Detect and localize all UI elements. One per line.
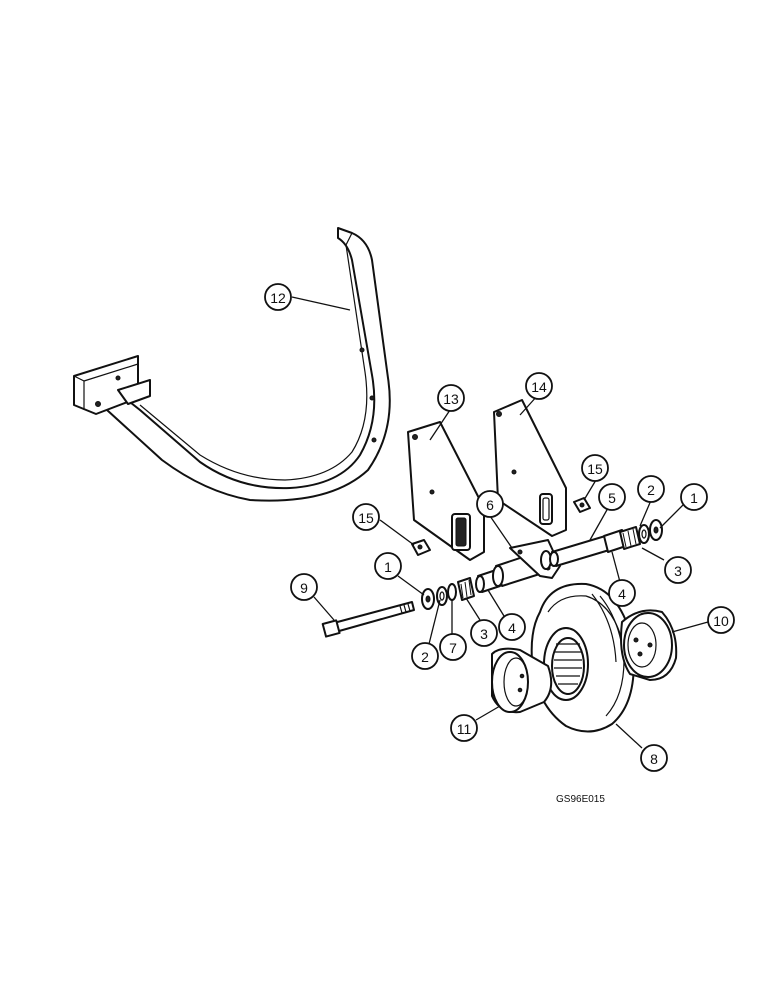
- svg-text:9: 9: [300, 580, 308, 596]
- svg-text:3: 3: [480, 626, 488, 642]
- svg-text:11: 11: [457, 721, 472, 737]
- svg-text:2: 2: [421, 649, 429, 665]
- svg-text:10: 10: [713, 613, 729, 629]
- svg-text:3: 3: [674, 563, 682, 579]
- square-nut-left: [411, 539, 431, 556]
- callout-7: 7: [439, 633, 467, 661]
- bearing-3-right: [619, 526, 641, 550]
- washer-1-right: [649, 519, 663, 541]
- callout-15-left: 15: [352, 503, 380, 531]
- ring-7: [447, 583, 457, 601]
- svg-text:15: 15: [358, 510, 374, 526]
- svg-text:8: 8: [650, 751, 658, 767]
- callout-15-right: 15: [581, 454, 609, 482]
- washer-1-left: [421, 588, 435, 610]
- svg-text:15: 15: [587, 461, 603, 477]
- svg-text:14: 14: [531, 379, 547, 395]
- callout-4-right: 4: [608, 579, 636, 607]
- svg-text:5: 5: [608, 490, 616, 506]
- svg-text:6: 6: [486, 497, 494, 513]
- square-nut-right: [573, 497, 591, 513]
- callout-9: 9: [290, 573, 318, 601]
- svg-text:12: 12: [270, 290, 286, 306]
- tire: [530, 582, 635, 733]
- svg-text:13: 13: [443, 391, 459, 407]
- callout-5: 5: [598, 483, 626, 511]
- callout-2-right: 2: [637, 475, 665, 503]
- leader-lines: [291, 296, 709, 749]
- side-plate-14: [493, 399, 567, 537]
- callout-13: 13: [437, 384, 465, 412]
- callout-3-right: 3: [664, 556, 692, 584]
- callout-2-left: 2: [411, 642, 439, 670]
- seal-2-left: [436, 586, 448, 606]
- callout-12: 12: [264, 283, 292, 311]
- callout-8: 8: [640, 744, 668, 772]
- svg-text:4: 4: [508, 620, 516, 636]
- seal-2-right: [638, 524, 650, 544]
- figure-code: GS96E015: [556, 794, 605, 805]
- side-plate-13: [407, 421, 485, 561]
- callout-1-left: 1: [374, 552, 402, 580]
- callout-1-right: 1: [680, 483, 708, 511]
- callout-10: 10: [707, 606, 735, 634]
- bearing-3-left: [457, 577, 475, 601]
- callout-3-left: 3: [470, 619, 498, 647]
- curved-arm: [73, 227, 391, 502]
- callout-6: 6: [476, 490, 504, 518]
- svg-text:4: 4: [618, 586, 626, 602]
- axle-5: [549, 533, 617, 567]
- callout-4-left: 4: [498, 613, 526, 641]
- callout-11: 11: [450, 714, 478, 742]
- svg-text:7: 7: [449, 640, 457, 656]
- long-bolt: [321, 601, 415, 638]
- svg-text:2: 2: [647, 482, 655, 498]
- callout-14: 14: [525, 372, 553, 400]
- rim-half-left: [491, 647, 553, 714]
- hub-housing-6: [492, 539, 561, 587]
- svg-text:1: 1: [690, 490, 698, 506]
- rim-half-right: [620, 609, 678, 681]
- svg-text:1: 1: [384, 559, 392, 575]
